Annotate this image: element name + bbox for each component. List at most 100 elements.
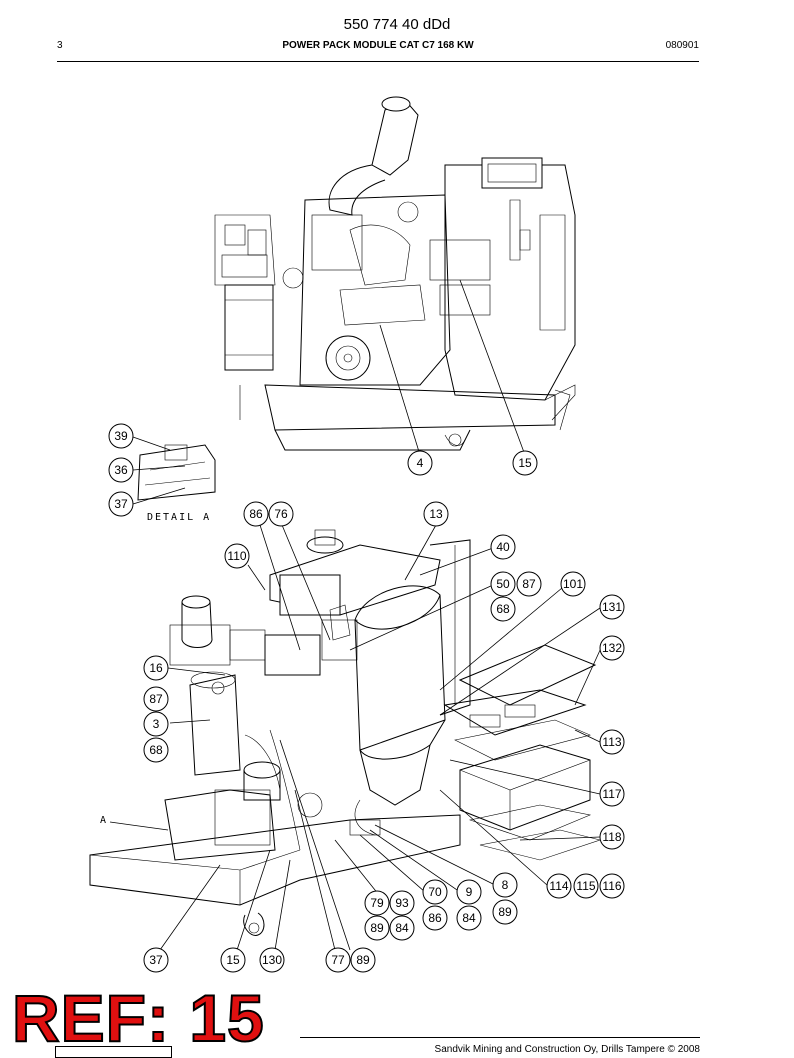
callout-number: 131 — [602, 600, 622, 614]
callout-131: 131 — [599, 594, 625, 620]
callout-77: 77 — [325, 947, 351, 973]
callout-50: 50 — [490, 571, 516, 597]
callout-15: 15 — [220, 947, 246, 973]
callout-circle — [243, 501, 269, 527]
callout-116: 116 — [599, 873, 625, 899]
callout-101: 101 — [560, 571, 586, 597]
callout-number: 37 — [114, 497, 128, 511]
callout-circle — [422, 879, 448, 905]
callout-68: 68 — [490, 596, 516, 622]
callout-number: 84 — [395, 921, 409, 935]
callout-93: 93 — [389, 890, 415, 916]
callout-number: 110 — [227, 549, 246, 563]
callout-circle — [512, 450, 538, 476]
callout-number: 77 — [331, 953, 345, 967]
callout-circle — [389, 915, 415, 941]
callout-36: 36 — [108, 457, 134, 483]
top-assembly-drawing — [214, 96, 576, 456]
callout-circle — [560, 571, 586, 597]
callout-86: 86 — [243, 501, 269, 527]
callout-circle — [350, 947, 376, 973]
callout-40: 40 — [490, 534, 516, 560]
callout-16: 16 — [143, 655, 169, 681]
callout-70: 70 — [422, 879, 448, 905]
bottom-assembly-drawing — [89, 524, 602, 951]
callout-number: 89 — [370, 921, 384, 935]
callout-circle — [364, 915, 390, 941]
callout-circle — [259, 947, 285, 973]
header-divider — [57, 61, 699, 62]
callout-number: 117 — [602, 787, 621, 801]
callout-39: 39 — [108, 423, 134, 449]
callout-87: 87 — [143, 686, 169, 712]
callout-89: 89 — [364, 915, 390, 941]
callout-number: 86 — [428, 911, 442, 925]
callout-86: 86 — [422, 905, 448, 931]
detail-a-drawing — [132, 436, 216, 505]
callout-circle — [516, 571, 542, 597]
callout-114: 114 — [546, 873, 572, 899]
footer-divider — [300, 1037, 700, 1038]
callout-76: 76 — [268, 501, 294, 527]
reference-stamp: REF: 15 — [11, 981, 265, 1055]
callout-circle — [108, 457, 134, 483]
callout-circle — [108, 491, 134, 517]
callout-89: 89 — [492, 899, 518, 925]
document-date: 080901 — [665, 40, 699, 51]
header-row: 3 POWER PACK MODULE CAT C7 168 KW 080901 — [57, 40, 699, 54]
callout-circle — [143, 737, 169, 763]
callout-circle — [599, 729, 625, 755]
callout-117: 117 — [599, 781, 625, 807]
callout-circle — [268, 501, 294, 527]
callout-number: 68 — [496, 602, 510, 616]
callout-circle — [573, 873, 599, 899]
callout-circle — [546, 873, 572, 899]
callout-circle — [490, 596, 516, 622]
callout-number: 4 — [417, 456, 424, 470]
callout-37: 37 — [143, 947, 169, 973]
callout-number: 84 — [462, 911, 476, 925]
document-number: 550 774 40 dDd — [343, 16, 451, 33]
callout-number: 101 — [563, 577, 583, 591]
callout-number: 93 — [395, 896, 409, 910]
callout-number: 132 — [602, 641, 622, 655]
callout-circle — [599, 635, 625, 661]
callout-132: 132 — [599, 635, 625, 661]
callout-number: 118 — [602, 830, 621, 844]
callout-circle — [423, 501, 449, 527]
callout-number: 130 — [262, 953, 282, 967]
callout-number: 116 — [602, 879, 621, 893]
callout-84: 84 — [389, 915, 415, 941]
callout-number: 9 — [466, 885, 473, 899]
callout-number: 16 — [149, 661, 163, 675]
page-number: 3 — [57, 40, 63, 51]
callout-number: 115 — [576, 879, 595, 893]
callout-number: 3 — [153, 717, 160, 731]
callout-circle — [599, 824, 625, 850]
page-title: POWER PACK MODULE CAT C7 168 KW — [282, 40, 474, 51]
callout-115: 115 — [573, 873, 599, 899]
callout-37: 37 — [108, 491, 134, 517]
callout-79: 79 — [364, 890, 390, 916]
callout-number: 87 — [149, 692, 163, 706]
callout-circle — [389, 890, 415, 916]
callout-circle — [407, 450, 433, 476]
callout-number: 15 — [226, 953, 240, 967]
footer-copyright: Sandvik Mining and Construction Oy, Dril… — [434, 1044, 700, 1055]
callout-circle — [220, 947, 246, 973]
callout-circle — [143, 711, 169, 737]
callout-113: 113 — [599, 729, 625, 755]
callout-circle — [599, 873, 625, 899]
callout-number: 8 — [502, 878, 509, 892]
sandvik-logo — [55, 1046, 172, 1058]
callout-118: 118 — [599, 824, 625, 850]
callout-circle — [224, 543, 250, 569]
callout-110: 110 — [224, 543, 250, 569]
callout-circle — [143, 686, 169, 712]
callout-13: 13 — [423, 501, 449, 527]
callout-circle — [108, 423, 134, 449]
callout-circle — [490, 534, 516, 560]
callout-number: 113 — [602, 735, 621, 749]
